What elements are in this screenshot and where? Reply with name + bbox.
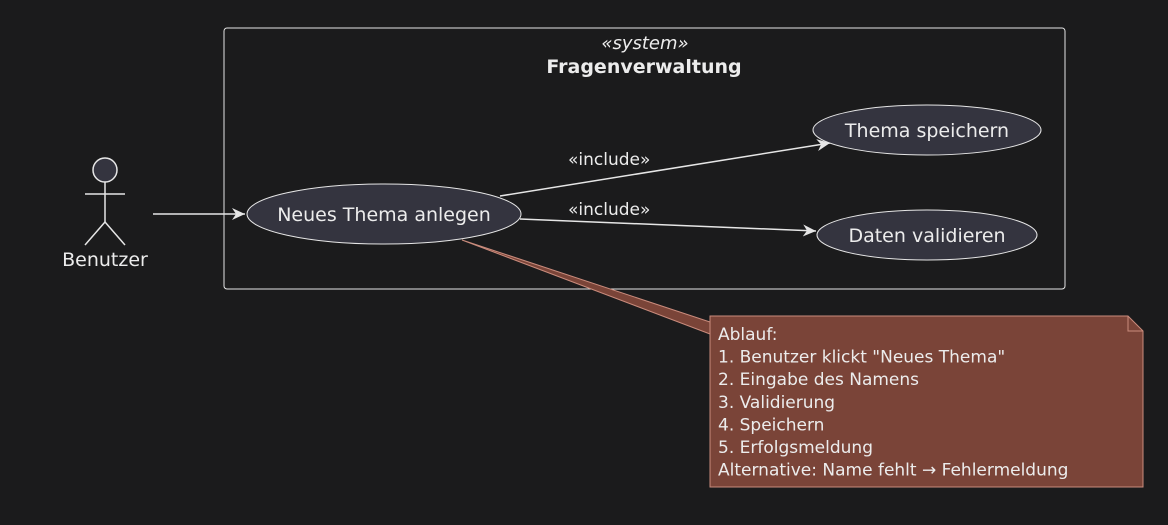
system-stereotype: «system» xyxy=(601,33,688,54)
include-label-validate: «include» xyxy=(568,200,650,220)
note-line: Ablauf: xyxy=(718,325,777,345)
note-body xyxy=(709,315,1144,488)
note-corner-fold xyxy=(1127,316,1143,332)
usecase-label-main: Neues Thema anlegen xyxy=(277,204,491,226)
usecase-label-save: Thema speichern xyxy=(844,120,1009,142)
include-label-save: «include» xyxy=(568,150,650,170)
note-line: 1. Benutzer klickt "Neues Thema" xyxy=(718,348,1005,368)
note: Ablauf: 1. Benutzer klickt "Neues Thema"2… xyxy=(709,315,1144,488)
system-title: Fragenverwaltung xyxy=(546,56,741,78)
note-line: 3. Validierung xyxy=(718,393,835,413)
usecase-neues-thema-anlegen[interactable]: Neues Thema anlegen xyxy=(246,183,522,245)
note-connector xyxy=(461,239,711,335)
include-arrow-save xyxy=(499,139,831,197)
usecase-label-validate: Daten validieren xyxy=(848,225,1005,247)
note-line: 4. Speichern xyxy=(718,415,824,435)
system-boundary xyxy=(223,27,1066,290)
include-arrow-validate xyxy=(519,218,817,237)
actor-label: Benutzer xyxy=(62,249,148,271)
usecase-daten-validieren[interactable]: Daten validieren xyxy=(816,209,1038,261)
usecase-thema-speichern[interactable]: Thema speichern xyxy=(812,104,1042,156)
note-line: 2. Eingabe des Namens xyxy=(718,370,919,390)
actor-head xyxy=(92,157,118,183)
note-line: Alternative: Name fehlt → Fehlermeldung xyxy=(718,461,1068,481)
actor-benutzer[interactable] xyxy=(84,157,126,246)
note-line: 5. Erfolgsmeldung xyxy=(718,438,873,458)
